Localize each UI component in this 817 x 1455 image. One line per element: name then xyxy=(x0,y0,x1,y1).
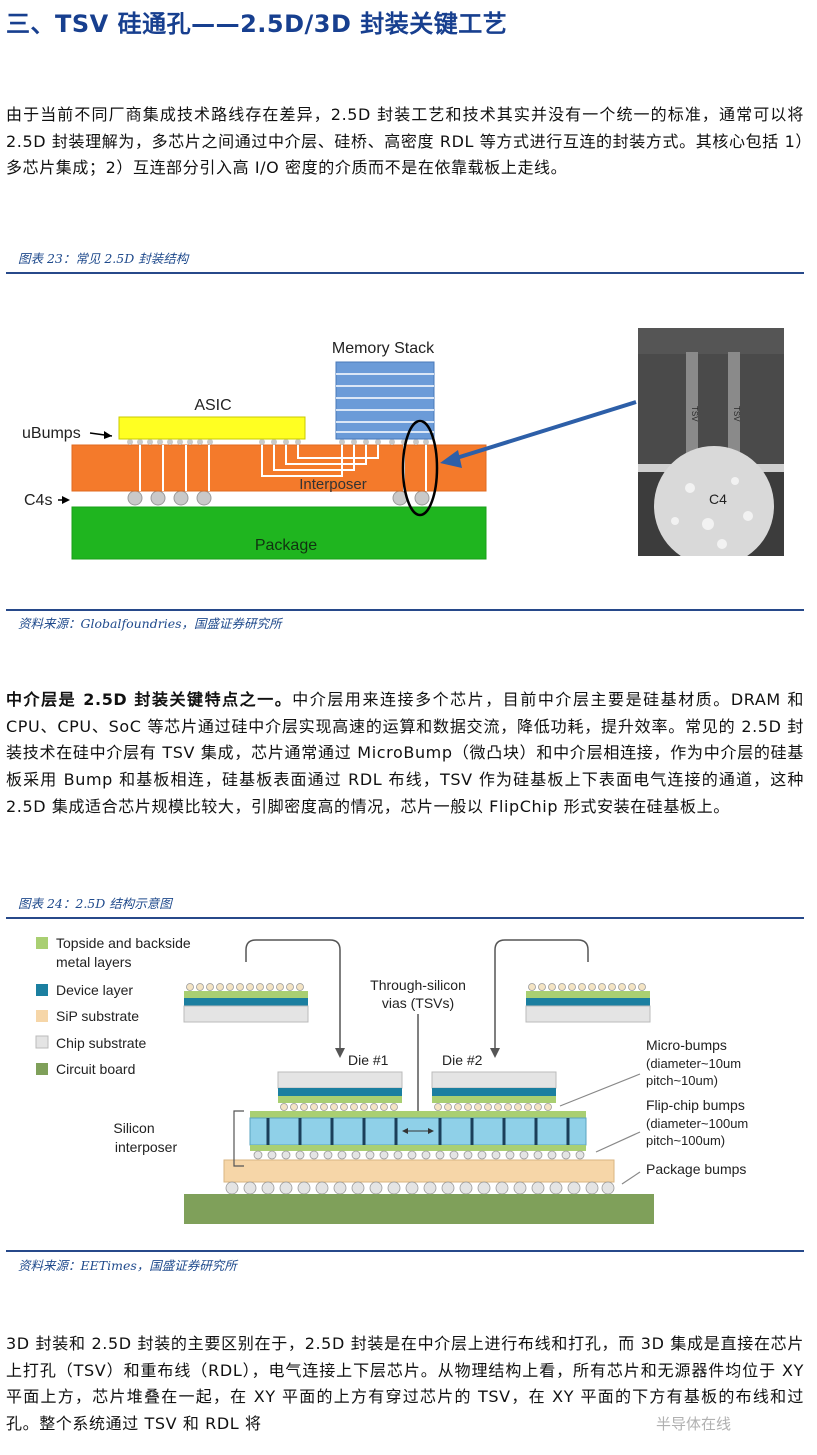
legend-label-2: Device layer xyxy=(56,982,133,998)
figure-24-bottom-rule xyxy=(6,1250,804,1252)
legend: Topside and backside metal layers Device… xyxy=(35,935,191,1077)
figure-23-caption: 图表 23：常见 2.5D 封装结构 xyxy=(18,251,189,266)
legend-label-1b: metal layers xyxy=(56,954,131,970)
figure-24-top-rule xyxy=(6,917,804,919)
c4s-label: C4s xyxy=(24,492,52,509)
figure-24-source: 资料来源：EETimes，国盛证券研究所 xyxy=(18,1258,237,1273)
3d-vs-25d-paragraph: 3D 封装和 2.5D 封装的主要区别在于，2.5D 封装是在中介层上进行布线和… xyxy=(6,1334,804,1434)
flip-chip-diameter: (diameter~100um xyxy=(646,1116,748,1131)
die-1-label: Die #1 xyxy=(348,1052,389,1068)
micro-bumps-title: Micro-bumps xyxy=(646,1037,727,1053)
watermark: 半导体在线 xyxy=(656,1415,732,1433)
interposer-paragraph: 中介层是 2.5D 封装关键特点之一。中介层用来连接多个芯片，目前中介层主要是硅… xyxy=(6,687,804,821)
interposer-key-point: 中介层是 2.5D 封装关键特点之一。 xyxy=(6,690,293,709)
c4-label: C4 xyxy=(709,491,727,507)
package-bumps-label: Package bumps xyxy=(646,1161,746,1177)
silicon-interposer-line2: interposer xyxy=(115,1139,178,1155)
memory-stack-label: Memory Stack xyxy=(332,340,435,357)
interposer-label: Interposer xyxy=(299,476,367,493)
legend-label-1a: Topside and backside xyxy=(56,935,191,951)
ubumps-label: uBumps xyxy=(22,425,81,442)
figure-23-top-rule xyxy=(6,272,804,274)
section-title: 三、TSV 硅通孔——2.5D/3D 封装关键工艺 xyxy=(6,10,508,38)
legend-label-3: SiP substrate xyxy=(56,1008,139,1024)
die-2-label: Die #2 xyxy=(442,1052,483,1068)
tsv-left-label: TSV xyxy=(690,406,699,422)
tsv-right-label: TSV xyxy=(732,406,741,422)
asic-label: ASIC xyxy=(194,397,231,414)
figure-23-bottom-rule xyxy=(6,609,804,611)
interposer-body: 中介层用来连接多个芯片，目前中介层主要是硅基材质。DRAM 和 CPU、CPU、… xyxy=(6,690,804,816)
flip-chip-pitch: pitch~100um) xyxy=(646,1133,725,1148)
figure-24-diagram: Topside and backside metal layers Device… xyxy=(35,935,748,1224)
intro-paragraph: 由于当前不同厂商集成技术路线存在差异，2.5D 封装工艺和技术其实并没有一个统一… xyxy=(6,105,804,178)
package-label: Package xyxy=(255,537,317,554)
silicon-interposer-line1: Silicon xyxy=(113,1120,154,1136)
legend-label-4: Chip substrate xyxy=(56,1035,146,1051)
flip-chip-title: Flip-chip bumps xyxy=(646,1097,745,1113)
micro-bumps-pitch: pitch~10um) xyxy=(646,1073,718,1088)
figure-24-caption: 图表 24：2.5D 结构示意图 xyxy=(18,896,172,911)
legend-label-5: Circuit board xyxy=(56,1061,135,1077)
tsv-title-line1: Through-silicon xyxy=(370,977,466,993)
figure-23-source: 资料来源：Globalfoundries，国盛证券研究所 xyxy=(18,616,282,631)
tsv-title-line2: vias (TSVs) xyxy=(382,995,454,1011)
figure-23-diagram: Package Interposer ASIC Memory Stack uBu… xyxy=(22,328,784,560)
micro-bumps-diameter: (diameter~10um xyxy=(646,1056,741,1071)
